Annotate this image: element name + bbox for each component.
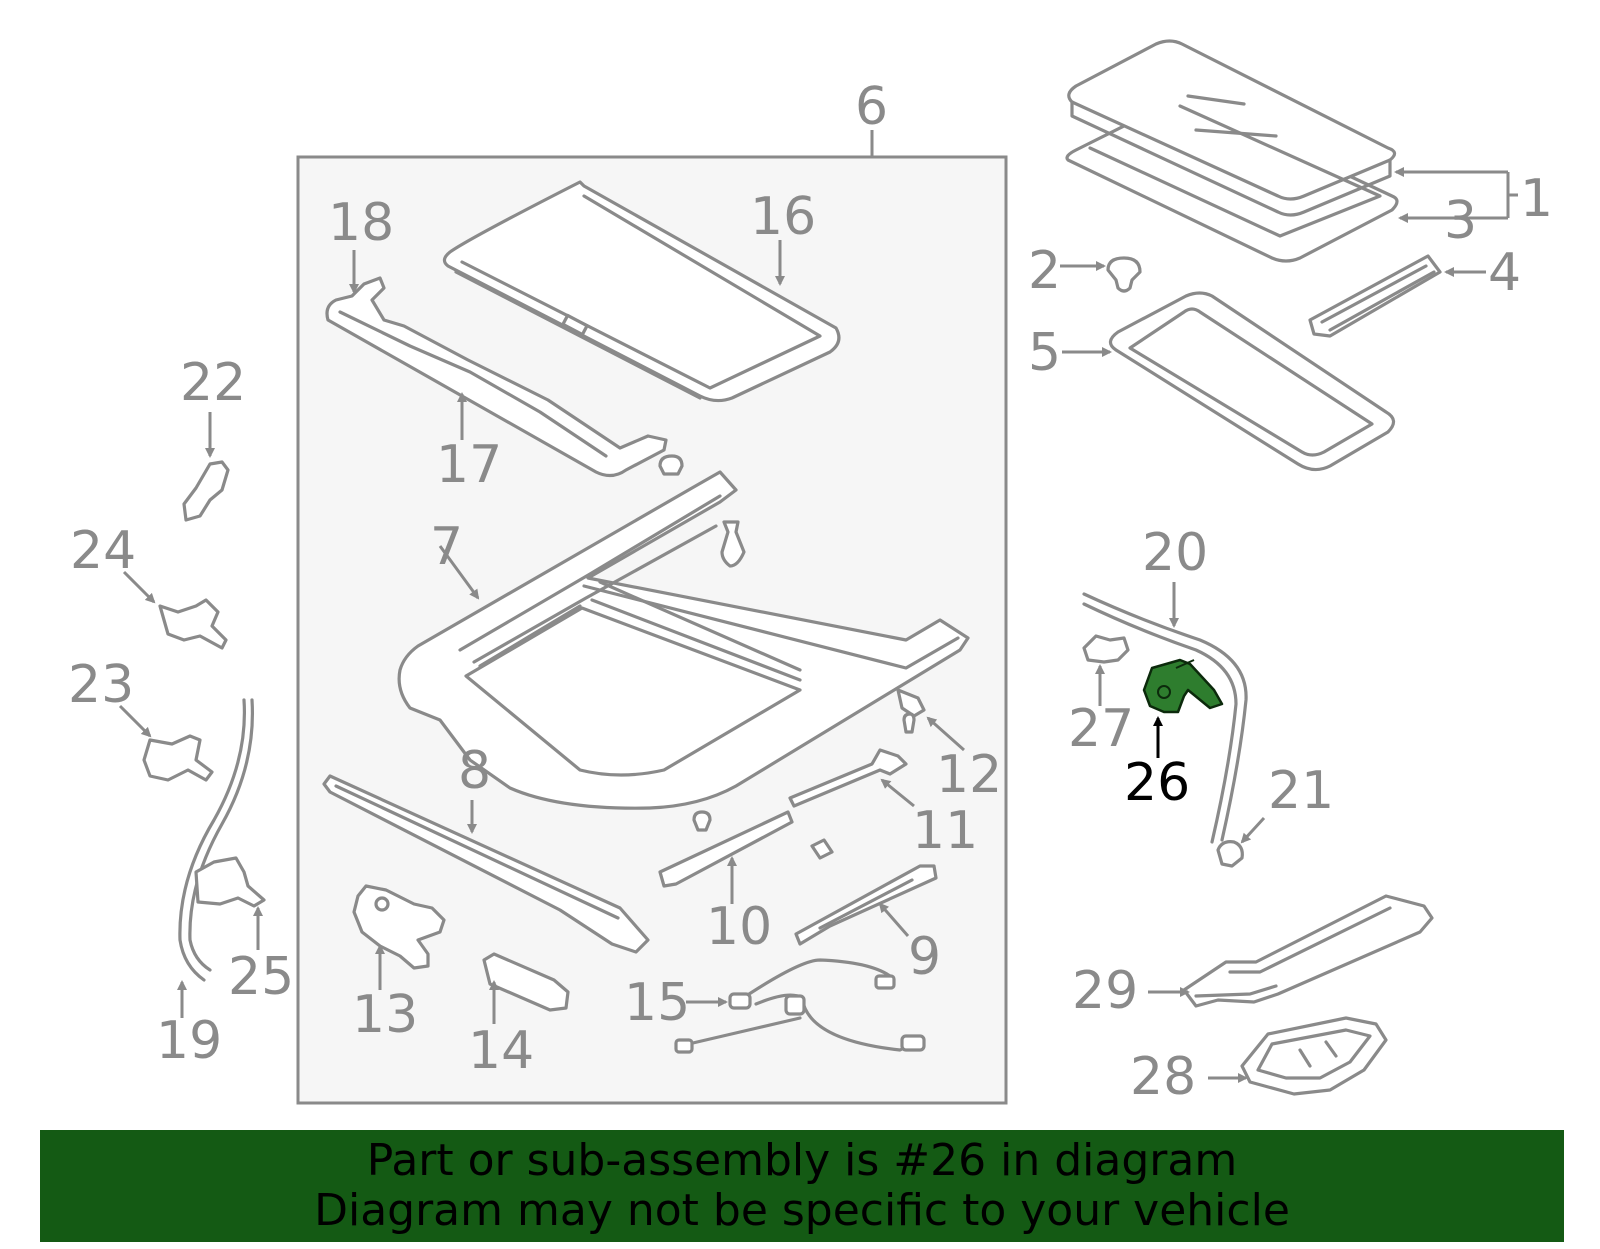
callout-13: 13 <box>352 985 418 1045</box>
frame-part-7[interactable] <box>397 470 970 810</box>
switch-panel-part-28[interactable] <box>1240 1016 1388 1096</box>
bracket-part-9[interactable] <box>794 864 938 946</box>
info-banner: Part or sub-assembly is #26 in diagram D… <box>40 1130 1564 1242</box>
callout-21: 21 <box>1268 761 1334 821</box>
panel-part-29[interactable] <box>1182 894 1434 1008</box>
callout-6: 6 <box>855 77 888 137</box>
drain-tube-part-19[interactable] <box>178 698 255 982</box>
rear-rail-part-8[interactable] <box>322 774 650 954</box>
callout-3: 3 <box>1444 191 1477 251</box>
screw-part-12[interactable] <box>896 688 926 734</box>
wiring-part-15[interactable] <box>674 958 926 1054</box>
callout-1: 1 <box>1520 169 1553 229</box>
sunshade-part-16[interactable] <box>442 180 841 403</box>
highlighted-part-26[interactable] <box>1142 658 1224 714</box>
seal-frame-part-5[interactable] <box>1108 291 1396 472</box>
bracket-part-23[interactable] <box>142 734 214 782</box>
grommet-part-21[interactable] <box>1216 840 1244 868</box>
callout-24: 24 <box>70 521 136 581</box>
callout-28: 28 <box>1130 1047 1196 1107</box>
callout-26: 26 <box>1124 753 1190 813</box>
callout-23: 23 <box>68 655 134 715</box>
bracket-part-22[interactable] <box>182 460 230 522</box>
slider-part-10[interactable] <box>658 810 834 888</box>
callout-20: 20 <box>1142 523 1208 583</box>
banner-line-disclaimer: Diagram may not be specific to your vehi… <box>314 1185 1290 1236</box>
callout-16: 16 <box>750 187 816 247</box>
clip-part-2[interactable] <box>1106 256 1142 293</box>
callout-11: 11 <box>912 801 978 861</box>
guide-part-11[interactable] <box>788 748 908 808</box>
bracket-part-24[interactable] <box>158 598 228 650</box>
callout-15: 15 <box>624 973 690 1033</box>
callout-22: 22 <box>180 353 246 413</box>
bolt-part[interactable] <box>720 520 746 568</box>
switch-part-14[interactable] <box>482 952 570 1012</box>
callout-18: 18 <box>328 193 394 253</box>
glass-panel-part[interactable] <box>1065 39 1399 263</box>
callout-10: 10 <box>706 897 772 957</box>
callout-7: 7 <box>430 517 463 577</box>
callout-9: 9 <box>908 927 941 987</box>
callout-2: 2 <box>1028 241 1061 301</box>
banner-line-part-number: Part or sub-assembly is #26 in diagram <box>366 1135 1238 1186</box>
callout-5: 5 <box>1028 323 1061 383</box>
callout-27: 27 <box>1068 699 1134 759</box>
callout-25: 25 <box>228 947 294 1007</box>
motor-part-13[interactable] <box>352 884 446 970</box>
bracket-part-25[interactable] <box>194 856 266 908</box>
callout-4: 4 <box>1488 243 1521 303</box>
callout-17: 17 <box>436 435 502 495</box>
callout-29: 29 <box>1072 961 1138 1021</box>
callout-14: 14 <box>468 1021 534 1081</box>
deflector-part-4[interactable] <box>1308 254 1442 338</box>
bracket-part-27[interactable] <box>1082 634 1130 664</box>
callout-8: 8 <box>458 741 491 801</box>
front-rail-part-17[interactable] <box>325 276 668 478</box>
cap-part[interactable] <box>658 454 684 476</box>
callout-12: 12 <box>936 745 1002 805</box>
callout-19: 19 <box>156 1011 222 1071</box>
drain-tube-part-20[interactable] <box>1082 592 1248 844</box>
